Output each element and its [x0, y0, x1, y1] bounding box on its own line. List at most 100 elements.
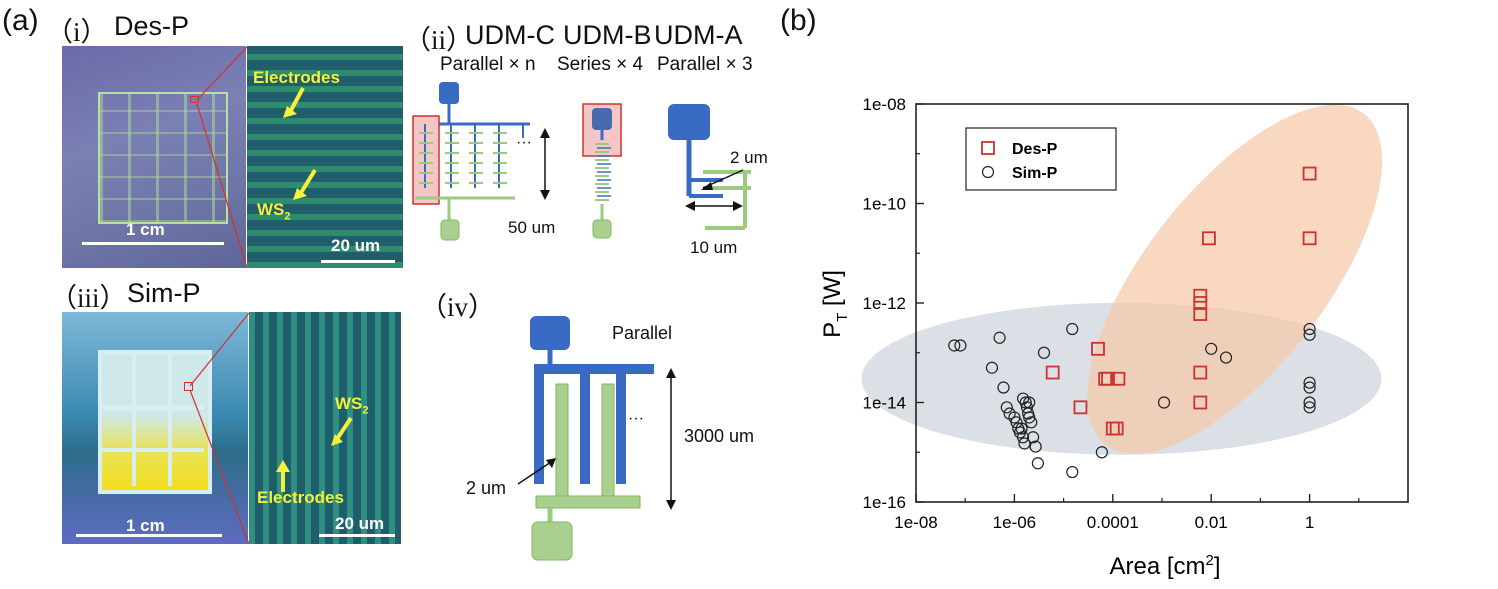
electrodes-label: Electrodes	[257, 488, 344, 507]
subpanel-iii-roman: （iii）	[50, 283, 127, 313]
sim-p-point	[1303, 381, 1316, 394]
x-axis-label: Area [cm2]	[1109, 552, 1220, 580]
x-tick-label: 1e-06	[993, 513, 1036, 532]
sim-p-point	[1016, 431, 1030, 444]
des-p-point	[1302, 166, 1317, 181]
sim-p-point	[1016, 392, 1030, 405]
dim-2um-label: 2 um	[466, 478, 507, 498]
zoom-box	[190, 96, 199, 103]
sim-p-point	[1000, 401, 1013, 414]
des-p-point	[1193, 365, 1208, 380]
ws2-label: WS2	[335, 394, 369, 417]
sim-p-point	[1066, 322, 1079, 336]
sim-p-point	[985, 361, 999, 374]
scale-label: 1 cm	[126, 516, 165, 535]
des-p-point	[1101, 371, 1115, 386]
des-p-device-photo: 1 cm	[62, 46, 246, 268]
sim-p-point	[1027, 431, 1040, 444]
arrow-icon	[283, 87, 305, 118]
udm-a-title: UDM-A	[654, 20, 743, 50]
x-tick-label: 1	[1305, 513, 1314, 532]
sim-p-point	[1095, 446, 1108, 459]
electrodes-label: Electrodes	[253, 68, 340, 87]
sim-p-device-photo: 1 cm	[62, 312, 248, 544]
sim-p-zoom-photo: WS2 Electrodes 20 um	[249, 312, 401, 544]
sim-p-point	[1157, 396, 1171, 409]
scale-bar	[319, 534, 395, 537]
x-tick-label: 1e-08	[894, 513, 937, 532]
subpanel-iv-roman: （iv）	[420, 292, 496, 322]
sim-p-point	[1037, 346, 1051, 359]
des-p-point	[1109, 421, 1124, 436]
legend-marker-sim-p	[981, 165, 995, 179]
ws2-label: WS2	[257, 200, 291, 223]
sim-p-point	[1029, 440, 1042, 453]
subpanel-i-roman: （i）	[46, 17, 108, 47]
scale-label: 20 um	[331, 236, 381, 255]
scale-bar	[82, 242, 224, 245]
udm-b-title: UDM-B	[563, 20, 652, 50]
sim-p-point	[1303, 401, 1316, 414]
arrow-icon	[293, 168, 317, 200]
panel-a-tag: (a)	[2, 4, 39, 37]
y-axis-label-sub: T	[834, 313, 851, 322]
arrow-icon	[331, 416, 353, 446]
interdigitated-pattern	[247, 46, 403, 268]
sim-p-point	[997, 381, 1010, 394]
zoom-connector-lines	[189, 312, 250, 545]
des-p-point	[1193, 288, 1208, 303]
zoom-box	[184, 382, 193, 391]
des-p-region	[1087, 104, 1383, 454]
y-tick-label: 1e-16	[863, 493, 906, 512]
y-tick-label: 1e-12	[863, 294, 906, 313]
sim-p-point	[993, 331, 1006, 344]
x-axis-label-end: ]	[1214, 553, 1221, 580]
panel-b-tag: (b)	[780, 4, 817, 37]
sim-p-electrode-pads	[98, 350, 212, 494]
udm-schematic	[412, 82, 751, 241]
des-p-point	[1193, 307, 1208, 321]
legend-label: Sim-P	[1012, 165, 1058, 182]
des-p-electrode-grid	[98, 92, 228, 224]
y-tick-label: 1e-14	[863, 394, 906, 413]
des-p-point	[1045, 365, 1060, 380]
pad-divider	[98, 448, 204, 452]
sim-p-point	[1303, 396, 1316, 409]
scale-bar	[76, 534, 222, 537]
des-p-zoom-photo: Electrodes WS2 20 um	[247, 46, 403, 268]
parallel-schematic	[517, 316, 676, 561]
dim-50um-label: 50 um	[508, 218, 556, 237]
sim-p-point	[948, 339, 961, 352]
subpanel-ii-roman: （ii）	[404, 25, 474, 55]
subpanel-iii-title: Sim-P	[127, 278, 201, 308]
y-tick-label: 1e-08	[863, 95, 906, 114]
regions-layer	[861, 104, 1383, 455]
y-axis-label-text: P	[819, 322, 846, 338]
sim-p-point	[1219, 351, 1233, 364]
dim-10um-label: 10 um	[690, 238, 738, 257]
sim-p-point	[1303, 322, 1316, 336]
sim-p-point	[1303, 376, 1316, 389]
sim-p-point	[1015, 422, 1028, 435]
y-tick-label: 1e-10	[863, 195, 906, 214]
des-p-point	[1091, 341, 1105, 356]
pad-divider	[168, 350, 172, 486]
legend: Des-P Sim-P	[965, 127, 1117, 191]
udm-b-caption: Series × 4	[557, 54, 644, 75]
scale-label: 1 cm	[126, 220, 165, 239]
y-axis-label-end: [W]	[819, 270, 846, 313]
dim-2um-label: 2 um	[730, 148, 768, 167]
pad-divider	[132, 350, 136, 486]
sim-p-point	[954, 339, 967, 352]
des-p-point	[1302, 231, 1317, 246]
pad-divider	[98, 406, 204, 410]
des-p-point	[1111, 371, 1126, 386]
legend-box	[965, 127, 1117, 191]
legend-label: Des-P	[1012, 141, 1058, 158]
sim-p-point	[1025, 416, 1038, 429]
scale-bar	[321, 260, 395, 263]
ellipsis-label: ···	[516, 134, 532, 151]
scale-label: 20 um	[335, 514, 385, 533]
